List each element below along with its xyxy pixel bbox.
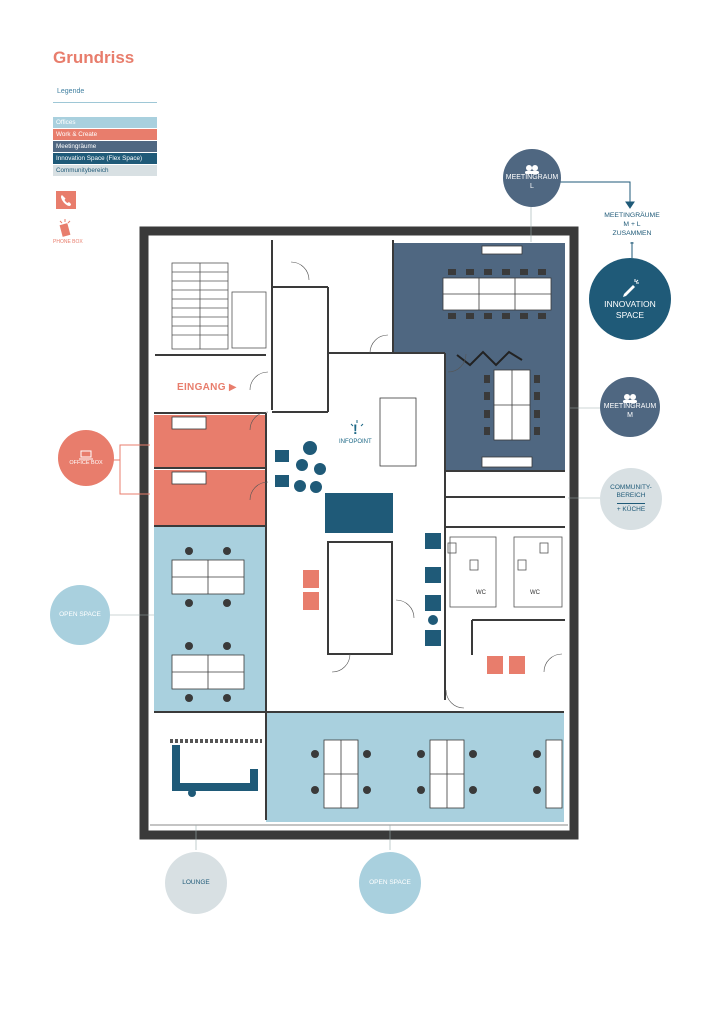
callout-lounge-label: LOUNGE: [182, 878, 210, 886]
door-swings: [249, 261, 563, 709]
open-space-bottom-desks: [323, 739, 563, 809]
callout-connectors: [110, 206, 600, 850]
meeting-m-chairs: [484, 375, 540, 435]
callout-office-box-label: OFFICE BOX: [69, 459, 103, 466]
callout-office-box: OFFICE BOX: [58, 430, 114, 486]
callout-meetingraum-l-line1: MEETINGRAUM: [505, 174, 559, 182]
meeting-l-chairs: [448, 269, 546, 319]
laptop-icon: [79, 450, 93, 460]
legend-item-meetingraeume: Meetingräume: [53, 141, 157, 152]
callout-community: COMMUNITY- BEREICH + KÜCHE: [600, 468, 662, 530]
staircase: [171, 262, 267, 350]
combine-arrow: [560, 181, 635, 258]
office-box-connector: [111, 444, 150, 495]
wc-label-right: WC: [530, 590, 540, 596]
office-box-upper-zone: [154, 415, 266, 467]
entrance-label: EINGANG ▶: [177, 382, 237, 393]
callout-meetingraum-l: MEETINGRAUM L: [503, 149, 561, 207]
callout-lounge: LOUNGE: [165, 852, 227, 914]
svg-text:!: !: [353, 421, 358, 437]
wc-fixtures: [447, 536, 563, 608]
phone-boxes: [303, 570, 525, 674]
callout-community-line1: COMMUNITY-: [610, 483, 652, 491]
callout-open-space-left-label: OPEN SPACE: [59, 610, 101, 618]
callout-open-space-left: OPEN SPACE: [50, 585, 110, 645]
callout-innovation-space: INNOVATION SPACE: [589, 258, 671, 340]
center-seating: [275, 441, 441, 646]
office-box-lower-zone: [154, 470, 266, 525]
lounge-furniture: [170, 739, 262, 797]
callout-meetingraum-m-line1: MEETINGRAUM: [603, 403, 657, 411]
office-box-desks: [171, 416, 207, 485]
meeting-l-tables: [442, 245, 552, 311]
combined-line4: =: [630, 239, 634, 247]
people-icon: [525, 165, 539, 175]
legend-item-communitybereich: Communitybereich: [53, 165, 157, 176]
legend-item-offices: Offices: [53, 117, 157, 128]
info-icon: !: [350, 420, 364, 443]
callout-open-space-bottom: OPEN SPACE: [359, 852, 421, 914]
legend-divider: [53, 102, 157, 103]
combined-line3: ZUSAMMEN: [612, 230, 652, 238]
combined-line2: M + L: [623, 221, 641, 229]
callout-open-space-bottom-label: OPEN SPACE: [369, 878, 411, 886]
open-space-bottom-zone: [266, 712, 564, 822]
callout-community-line3: + KÜCHE: [616, 503, 646, 514]
legend-item-work-create: Work & Create: [53, 129, 157, 140]
people-icon: [623, 394, 637, 404]
meeting-m-tables: [481, 369, 533, 468]
callout-meetingraum-m: MEETINGRAUM M: [600, 377, 660, 437]
infopoint-desk: [379, 397, 417, 467]
phone-box-icon: [57, 218, 73, 243]
page-title: Grundriss: [53, 48, 135, 67]
callout-meetingraum-l-line2: L: [530, 183, 534, 190]
callout-innovation-line1: INNOVATION: [604, 299, 656, 310]
legend-heading: Legende: [57, 88, 85, 95]
callout-innovation-line2: SPACE: [615, 310, 645, 320]
infopoint-label: INFOPOINT: [339, 439, 372, 445]
phone-icon: [56, 191, 76, 209]
open-space-left-chairs: [185, 547, 231, 702]
combined-line1: MEETINGRÄUME: [604, 212, 660, 219]
legend-item-innovation-space: Innovation Space (Flex Space): [53, 153, 157, 164]
callout-meetingraum-m-line2: M: [627, 412, 633, 419]
outer-wall: [139, 226, 579, 840]
phone-box-label: PHONE BOX: [53, 239, 83, 245]
open-space-bottom-chairs: [311, 750, 541, 794]
callout-community-line2: BEREICH: [616, 491, 646, 499]
central-meeting-table: [327, 541, 393, 655]
pencil-idea-icon: [623, 279, 639, 298]
combined-rooms-note: MEETINGRÄUME M + L ZUSAMMEN =: [588, 211, 676, 248]
wc-label-left: WC: [476, 590, 486, 596]
open-space-left-desks: [171, 559, 245, 690]
folding-partition: [456, 350, 523, 367]
interior-walls: [154, 240, 565, 820]
